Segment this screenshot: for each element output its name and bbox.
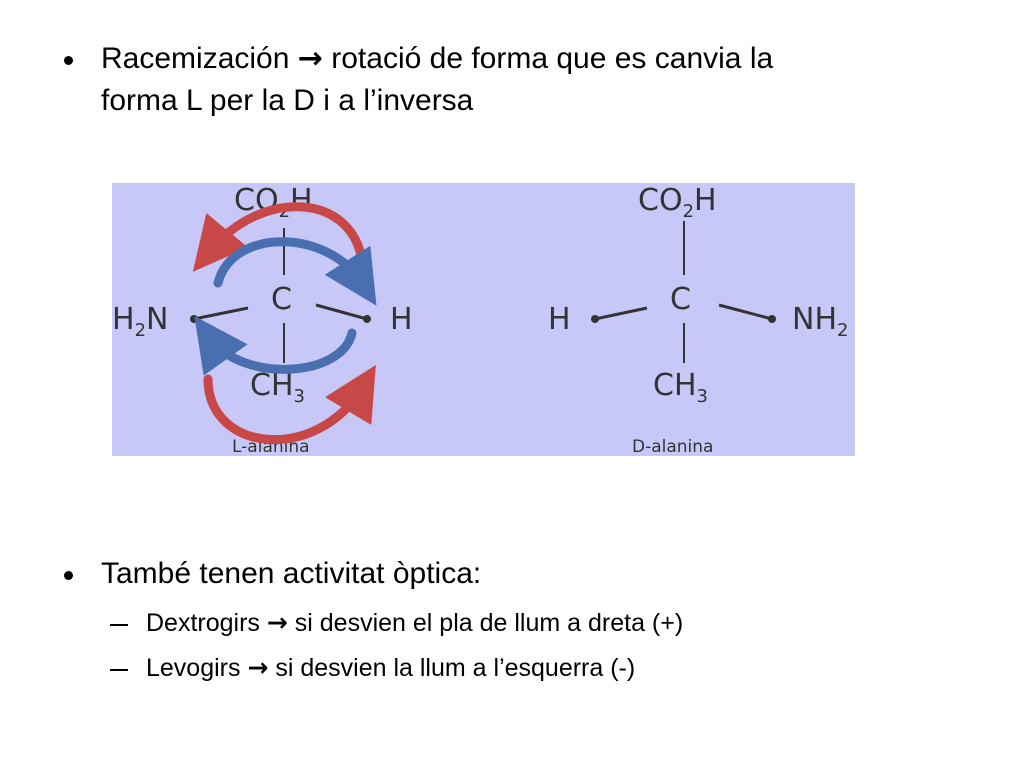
bullet-tambe: També tenen activitat òptica: [101,557,482,590]
red-arrow-top-icon [192,202,367,272]
dextrogirs-rest: si desvien el pla de llum a dreta (+) [294,609,684,637]
right-arrow-icon: → [266,608,288,637]
d-top-group: CO2H [638,183,717,222]
l-bond-left [193,306,249,321]
d-bond-right [718,303,773,321]
sub-bullet-dash [110,624,128,626]
l-center-carbon: C [271,282,292,317]
racemizacion-rest: rotació de forma que es canvia la [331,42,774,75]
blue-arrow-top-icon [213,237,377,306]
d-right-group: NH2 [792,302,848,341]
d-alanine-structure: CO2H C H NH2 CH3 D-alanina [548,183,848,456]
l-bottom-group: CH3 [250,368,305,407]
l-alanine-structure: CO2H C H2N H CH3 L-alanina [112,183,413,456]
d-center-carbon: C [670,282,691,317]
l-wedge-dot-right [363,315,371,323]
d-bottom-group: CH3 [653,368,708,407]
racemizacion-lead: Racemización [101,42,290,75]
bullet-dot [64,56,73,65]
l-right-group: H [390,302,413,337]
l-wedge-dot-left [190,315,198,323]
sub-bullet-levogirs: Levogirs → si desvien la llum a l’esquer… [146,650,635,686]
red-arrow-bottom-icon [203,364,376,445]
alanine-figure: CO2H C H2N H CH3 L-alanina [112,183,855,456]
bullet-racemizacion-line1: Racemización → rotació de forma que es c… [101,38,773,80]
sub-bullet-dextrogirs: Dextrogirs → si desvien el pla de llum a… [146,605,683,641]
levogirs-lead: Levogirs [146,654,241,682]
blue-arrow-bottom-icon [194,316,357,376]
right-arrow-icon: → [297,41,323,76]
dextrogirs-lead: Dextrogirs [146,609,260,637]
d-bond-left [594,306,648,321]
bullet-dot [64,571,73,580]
l-left-group: H2N [112,302,168,341]
d-wedge-dot-right [768,315,776,323]
levogirs-rest: si desvien la llum a l’esquerra (-) [275,654,636,682]
rotation-arrows [192,202,377,445]
alanine-diagram: CO2H C H2N H CH3 L-alanina [112,183,848,456]
bullet-racemizacion-line2: forma L per la D i a l’inversa [101,84,474,117]
d-alanine-label: D-alanina [632,437,713,456]
d-left-group: H [548,302,571,337]
d-wedge-dot-left [591,315,599,323]
right-arrow-icon: → [247,653,269,682]
sub-bullet-dash [110,669,128,671]
l-bond-right [315,303,368,321]
